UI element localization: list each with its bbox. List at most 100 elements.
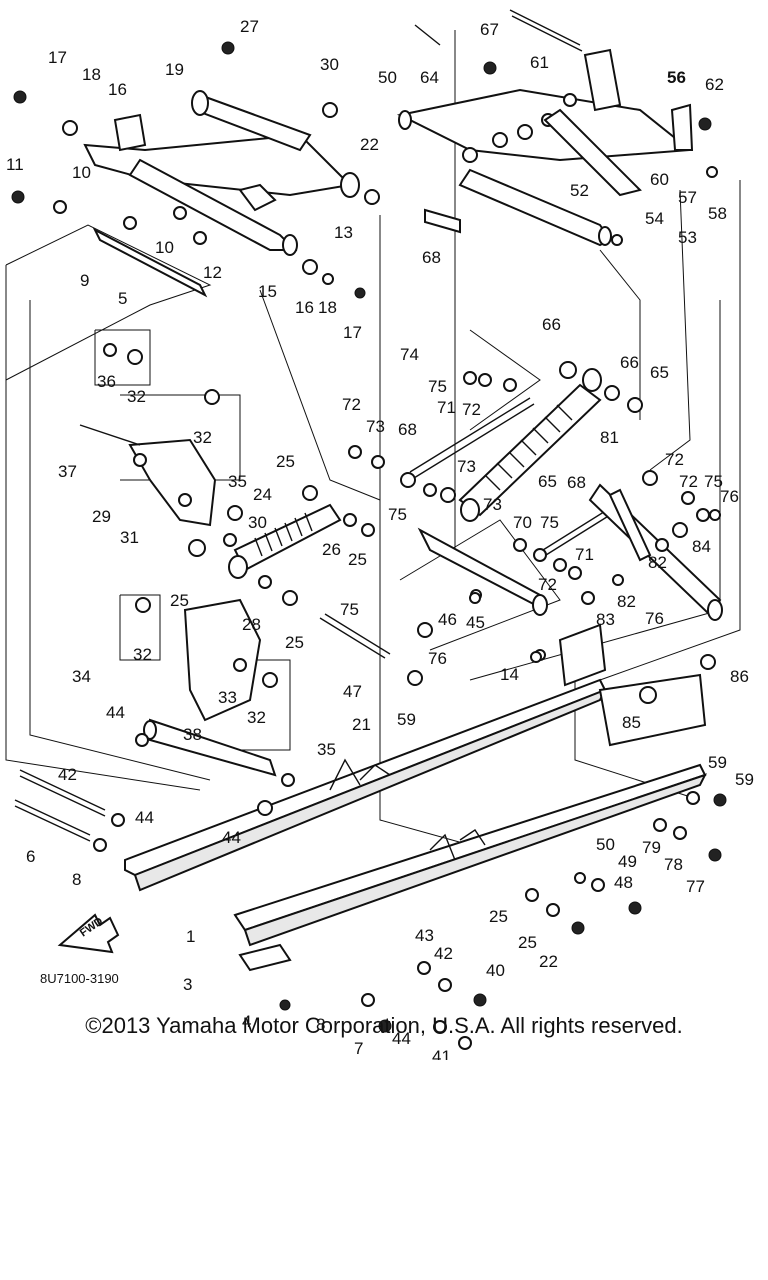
part-label: 42 — [58, 765, 77, 784]
part-label: 85 — [622, 713, 641, 732]
part-label: 40 — [486, 961, 505, 980]
part-label: 30 — [320, 55, 339, 74]
part-label: 44 — [222, 828, 241, 847]
parts-diagram: FWD 17 18 16 19 27 30 22 11 10 10 12 9 5… — [5, 9, 754, 1060]
part-label: 13 — [334, 223, 353, 242]
part-label: 5 — [118, 289, 127, 308]
front-shock — [228, 503, 342, 579]
part-label: 73 — [483, 495, 502, 514]
part-label: 35 — [317, 740, 336, 759]
part-label: 22 — [539, 952, 558, 971]
part-label: 72 — [679, 472, 698, 491]
part-label: 77 — [686, 877, 705, 896]
part-label: 45 — [466, 613, 485, 632]
copyright-notice: ©2013 Yamaha Motor Corporation, U.S.A. A… — [85, 1013, 683, 1038]
part-label: 72 — [342, 395, 361, 414]
part-label: 70 — [513, 513, 532, 532]
part-label: 44 — [106, 703, 125, 722]
part-label: 25 — [170, 591, 189, 610]
part-label: 54 — [645, 209, 664, 228]
part-label: 17 — [343, 323, 362, 342]
part-label: 72 — [665, 450, 684, 469]
part-label: 33 — [218, 688, 237, 707]
part-label: 83 — [596, 610, 615, 629]
part-label: 36 — [97, 372, 116, 391]
slide-rail-lower — [233, 673, 707, 972]
part-label: 41 — [432, 1047, 451, 1060]
part-label: 6 — [26, 847, 35, 866]
part-label: 73 — [366, 417, 385, 436]
part-label: 76 — [428, 649, 447, 668]
part-label: 59 — [708, 753, 727, 772]
part-label: 46 — [438, 610, 457, 629]
part-label: 79 — [642, 838, 661, 857]
part-label: 76 — [720, 487, 739, 506]
part-label: 3 — [183, 975, 192, 994]
fwd-arrow-icon — [57, 913, 120, 954]
part-label: 65 — [650, 363, 669, 382]
part-label: 16 — [108, 80, 127, 99]
part-label: 56 — [667, 68, 686, 87]
part-label: 66 — [620, 353, 639, 372]
part-label: 47 — [343, 682, 362, 701]
part-label: 53 — [678, 228, 697, 247]
part-label: 21 — [352, 715, 371, 734]
part-label: 82 — [648, 553, 667, 572]
part-label: 59 — [397, 710, 416, 729]
part-label: 18 — [318, 298, 337, 317]
part-label: 75 — [340, 600, 359, 619]
part-label: 76 — [645, 609, 664, 628]
part-label: 81 — [600, 428, 619, 447]
hardware — [11, 41, 727, 1050]
exploded-view-svg: FWD 17 18 16 19 27 30 22 11 10 10 12 9 5… — [5, 9, 754, 1060]
part-label: 25 — [489, 907, 508, 926]
part-label: 67 — [480, 20, 499, 39]
part-label: 68 — [567, 473, 586, 492]
part-label: 82 — [617, 592, 636, 611]
rear-suspension-arm — [396, 48, 694, 247]
left-bracket — [128, 438, 277, 777]
part-label: 52 — [570, 181, 589, 200]
part-label: 60 — [650, 170, 669, 189]
part-label: 9 — [80, 271, 89, 290]
part-label: 17 — [48, 48, 67, 67]
part-label: 68 — [398, 420, 417, 439]
part-label: 32 — [247, 708, 266, 727]
part-label: 64 — [420, 68, 439, 87]
part-labels: 17 18 16 19 27 30 22 11 10 10 12 9 5 15 … — [6, 17, 754, 1060]
part-label: 11 — [6, 155, 24, 174]
part-label: 28 — [242, 615, 261, 634]
part-label: 1 — [186, 927, 195, 946]
part-label: 37 — [58, 462, 77, 481]
part-label: 22 — [360, 135, 379, 154]
part-label: 27 — [240, 17, 259, 36]
part-label: 7 — [354, 1039, 363, 1058]
part-label: 15 — [258, 282, 277, 301]
part-label: 57 — [678, 188, 697, 207]
part-label: 16 — [295, 298, 314, 317]
part-label: 8 — [316, 1015, 325, 1034]
part-label: 75 — [388, 505, 407, 524]
part-label: 72 — [538, 575, 557, 594]
part-label: 35 — [228, 472, 247, 491]
part-label: 43 — [415, 926, 434, 945]
part-label: 50 — [596, 835, 615, 854]
part-label: 12 — [203, 263, 222, 282]
part-label: 10 — [72, 163, 91, 182]
part-label: 4 — [242, 1012, 251, 1031]
slide-rail-upper — [124, 623, 608, 892]
part-label: 38 — [183, 725, 202, 744]
part-label: 44 — [135, 808, 154, 827]
part-label: 75 — [428, 377, 447, 396]
part-label: 25 — [518, 933, 537, 952]
part-label: 34 — [72, 667, 91, 686]
part-label: 8 — [72, 870, 81, 889]
part-label: 26 — [322, 540, 341, 559]
part-label: 48 — [614, 873, 633, 892]
part-label: 73 — [457, 457, 476, 476]
part-label: 72 — [462, 400, 481, 419]
rear-shock — [458, 368, 602, 522]
part-label: 49 — [618, 852, 637, 871]
part-label: 86 — [730, 667, 749, 686]
part-label: 61 — [530, 53, 549, 72]
